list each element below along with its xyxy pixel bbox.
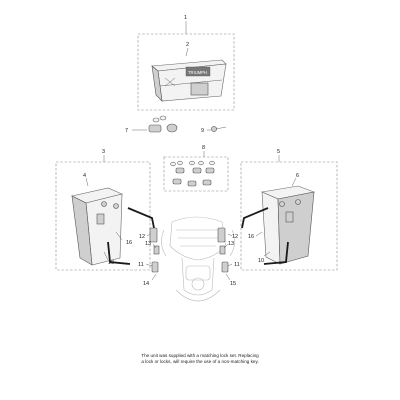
right-bracket bbox=[217, 227, 229, 273]
callout-13-left: 13 bbox=[145, 241, 151, 247]
right-mounting-rail bbox=[241, 207, 289, 265]
callout-11-left: 11 bbox=[138, 262, 144, 268]
right-pannier-group-box bbox=[240, 161, 338, 271]
lock-set-note: The unit was supplied with a matching lo… bbox=[60, 353, 340, 365]
callout-10-right: 10 bbox=[258, 258, 264, 264]
callout-12-right: 12 bbox=[232, 234, 238, 240]
top-case: TRIUMPH bbox=[151, 59, 227, 102]
lock-barrel-set-7 bbox=[148, 115, 178, 133]
key-9 bbox=[211, 126, 227, 132]
callout-2: 2 bbox=[186, 42, 189, 48]
callout-4: 4 bbox=[83, 173, 86, 179]
top-case-brand: TRIUMPH bbox=[188, 70, 207, 75]
callout-3: 3 bbox=[102, 149, 105, 155]
lock-set-box bbox=[163, 156, 229, 192]
callout-13-right: 13 bbox=[228, 241, 234, 247]
left-mounting-rail bbox=[107, 207, 155, 265]
note-line-1: The unit was supplied with a matching lo… bbox=[141, 353, 259, 358]
callout-5: 5 bbox=[277, 149, 280, 155]
callout-6: 6 bbox=[296, 173, 299, 179]
callout-9: 9 bbox=[201, 128, 204, 134]
callout-15: 15 bbox=[230, 281, 236, 287]
callout-12-left: 12 bbox=[139, 234, 145, 240]
lock-set-parts bbox=[170, 160, 215, 187]
callout-16-left: 16 bbox=[126, 240, 132, 246]
callout-8: 8 bbox=[202, 145, 205, 151]
callout-7: 7 bbox=[125, 128, 128, 134]
callout-1: 1 bbox=[184, 15, 187, 21]
left-pannier-group-box bbox=[55, 161, 151, 271]
motorcycle-rear-outline bbox=[161, 216, 235, 302]
callout-16-right: 16 bbox=[248, 234, 254, 240]
callout-14: 14 bbox=[143, 281, 149, 287]
callout-11-right: 11 bbox=[234, 262, 240, 268]
left-pannier bbox=[71, 187, 123, 266]
note-line-2: a lock or locks, will require the use of… bbox=[141, 359, 259, 364]
left-bracket bbox=[149, 227, 160, 273]
